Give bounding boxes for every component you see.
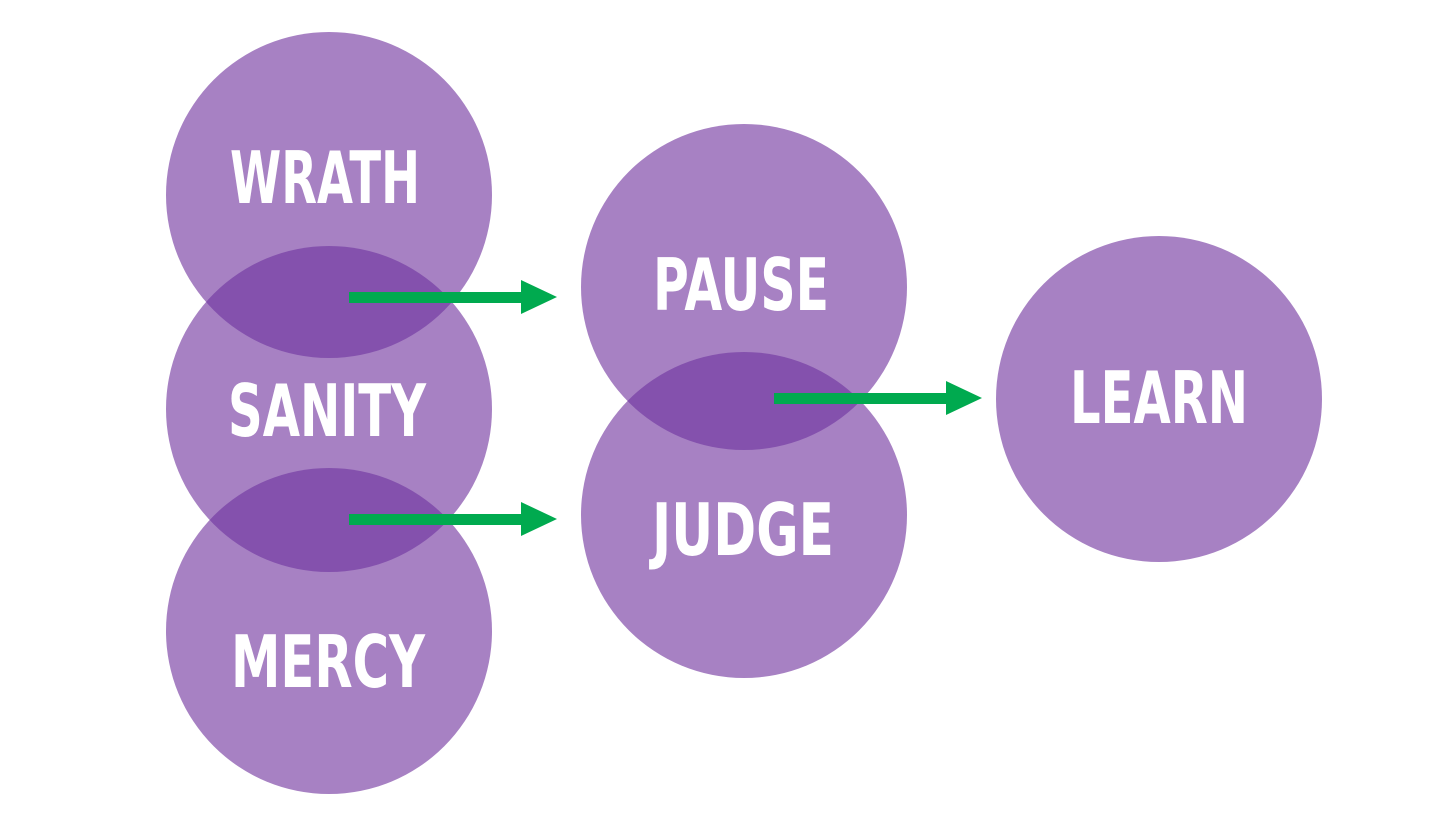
label-learn: LEARN <box>1070 356 1248 440</box>
label-pause: PAUSE <box>653 243 829 327</box>
circle-judge <box>581 352 907 678</box>
circle-pause <box>581 124 907 450</box>
arrow-pause-judge-to-learn <box>774 381 982 415</box>
label-judge: JUDGE <box>648 488 834 572</box>
label-sanity: SANITY <box>228 369 427 453</box>
label-wrath: WRATH <box>230 136 420 220</box>
arrow-sanity-mercy-to-judge <box>349 502 557 536</box>
circle-learn <box>996 236 1322 562</box>
arrow-wrath-sanity-to-pause <box>349 280 557 314</box>
labels-layer: WRATH SANITY MERCY PAUSE JUDGE LEARN <box>228 136 1248 704</box>
label-mercy: MERCY <box>231 620 426 704</box>
overlap-sanity-mercy <box>166 468 492 572</box>
arrows-layer <box>349 280 982 536</box>
overlap-wrath-sanity <box>166 246 492 358</box>
